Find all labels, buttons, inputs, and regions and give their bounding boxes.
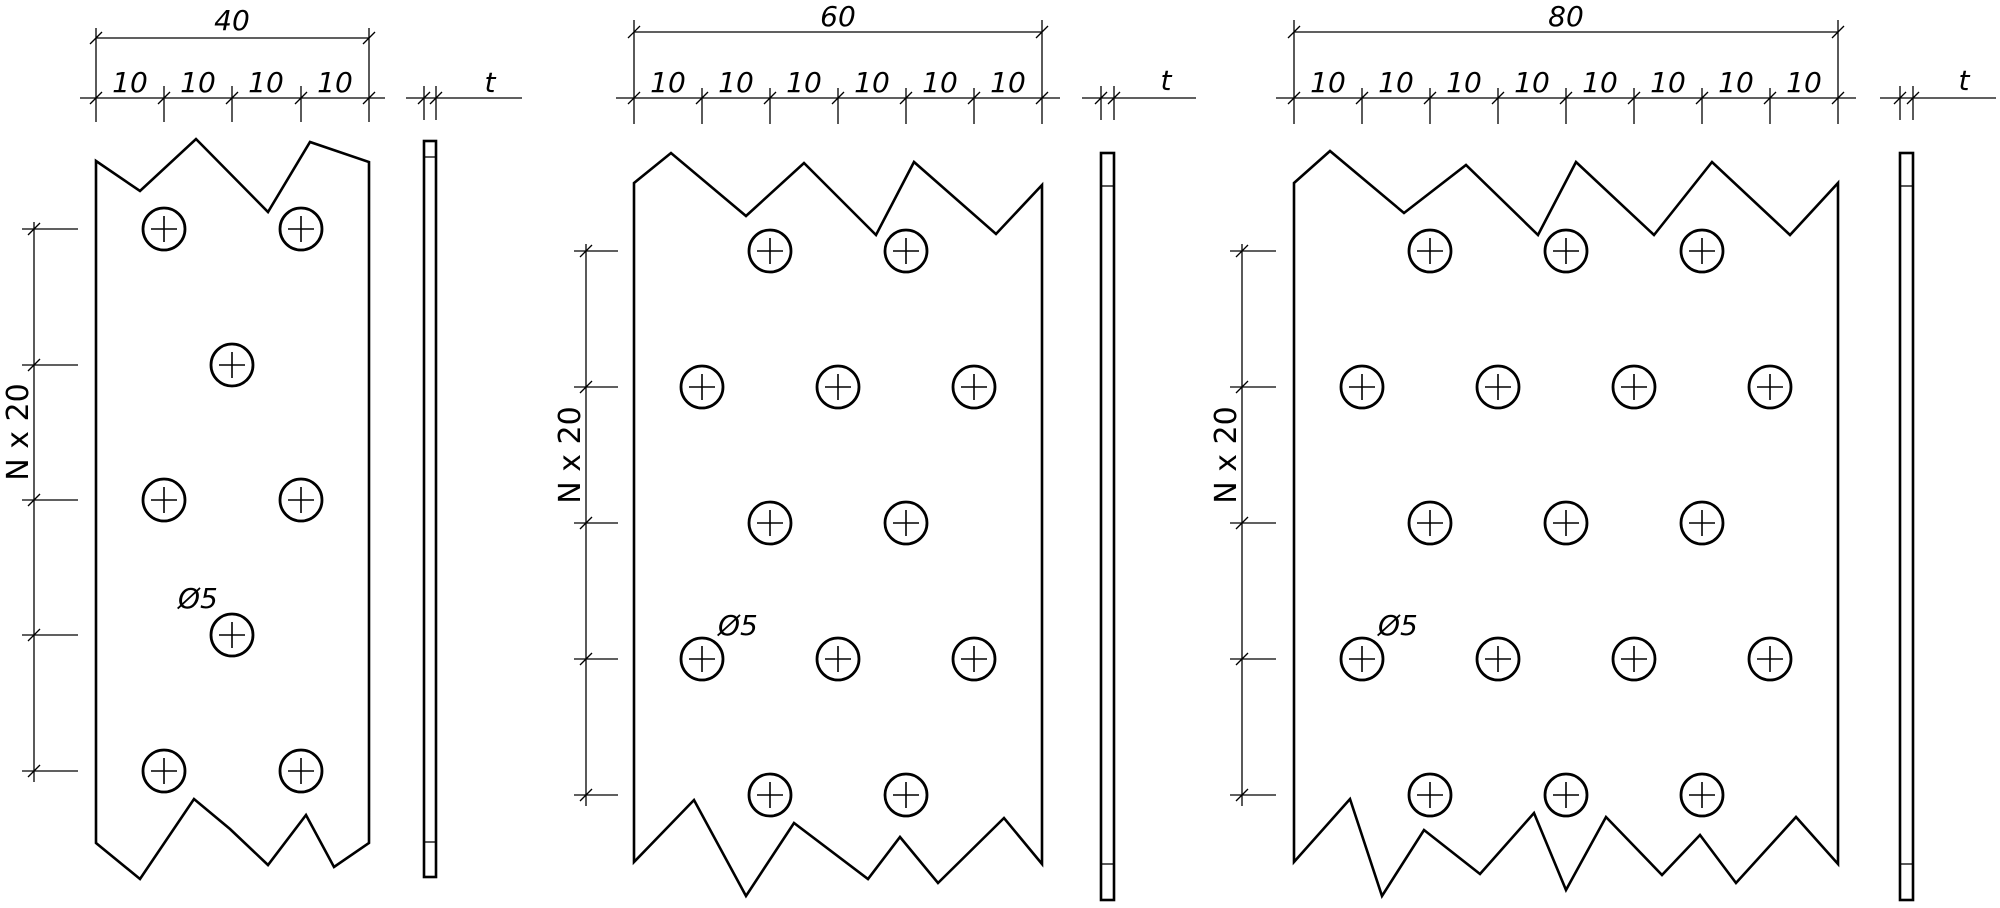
- hole-spacing-dimension: N x 20: [1, 222, 78, 782]
- hole-diameter-label: Ø5: [177, 582, 218, 615]
- hole-diameter-label: Ø5: [1377, 609, 1418, 642]
- pitch-dimension-chain: 10 10 10 10 10 10: [616, 66, 1060, 124]
- plate-60: 60 10 10 10 10 10 10: [553, 0, 1196, 902]
- plate-edge-view: [422, 139, 438, 879]
- hole: [1543, 228, 1589, 274]
- pitch-label: 10: [854, 66, 890, 99]
- hole: [679, 364, 725, 410]
- pitch-label: 10: [718, 66, 754, 99]
- thickness-dimension: t: [1880, 64, 1996, 120]
- hole-grid: [141, 206, 324, 794]
- hole-diameter-label: Ø5: [717, 609, 758, 642]
- pitch-label: 10: [786, 66, 822, 99]
- spacing-label: N x 20: [1209, 406, 1244, 503]
- hole: [747, 228, 793, 274]
- hole: [209, 342, 255, 388]
- pitch-label: 10: [180, 66, 216, 99]
- pitch-label: 10: [1378, 66, 1414, 99]
- width-label: 40: [214, 4, 250, 37]
- hole: [951, 364, 997, 410]
- pitch-label: 10: [1650, 66, 1686, 99]
- hole: [883, 500, 929, 546]
- pitch-label: 10: [1718, 66, 1754, 99]
- plate-edge-view: [1099, 151, 1116, 902]
- hole: [1543, 772, 1589, 818]
- plate-outline: [94, 137, 371, 881]
- hole: [1543, 500, 1589, 546]
- pitch-dimension-chain: 10 10 10 10: [80, 66, 385, 122]
- pitch-label: 10: [922, 66, 958, 99]
- plate-40: 40 10 10 10 10 t: [1, 4, 522, 881]
- hole: [141, 477, 187, 523]
- overall-width-dimension: 80: [1287, 0, 1845, 124]
- hole: [141, 748, 187, 794]
- thickness-label: t: [1161, 64, 1173, 97]
- width-label: 60: [820, 0, 856, 33]
- pitch-label: 10: [112, 66, 148, 99]
- hole: [883, 772, 929, 818]
- pitch-dimension-chain: 10 10 10 10 10 10 10 10: [1276, 66, 1856, 124]
- hole: [1747, 364, 1793, 410]
- hole: [815, 636, 861, 682]
- thickness-dimension: t: [1082, 64, 1196, 120]
- hole: [815, 364, 861, 410]
- hole: [1407, 772, 1453, 818]
- hole: [747, 500, 793, 546]
- hole: [951, 636, 997, 682]
- overall-width-dimension: 60: [627, 0, 1049, 124]
- hole: [209, 612, 255, 658]
- thickness-label: t: [1959, 64, 1971, 97]
- thickness-dimension: t: [406, 66, 522, 120]
- hole: [1679, 228, 1725, 274]
- hole: [141, 206, 187, 252]
- spacing-label: N x 20: [553, 406, 588, 503]
- hole: [1679, 772, 1725, 818]
- pitch-label: 10: [1446, 66, 1482, 99]
- hole-spacing-dimension: N x 20: [1209, 244, 1276, 806]
- spacing-label: N x 20: [1, 383, 36, 480]
- plate-outline: [632, 151, 1044, 899]
- overall-width-dimension: 40: [89, 4, 376, 122]
- hole: [1475, 636, 1521, 682]
- pitch-label: 10: [650, 66, 686, 99]
- pitch-label: 10: [1786, 66, 1822, 99]
- hole: [679, 636, 725, 682]
- pitch-label: 10: [990, 66, 1026, 99]
- width-label: 80: [1548, 0, 1584, 33]
- hole: [1407, 500, 1453, 546]
- hole: [1611, 364, 1657, 410]
- hole: [1679, 500, 1725, 546]
- hole: [1339, 636, 1385, 682]
- hole-grid: [1339, 228, 1793, 818]
- hole-grid: [679, 228, 997, 818]
- thickness-label: t: [485, 66, 497, 99]
- plate-outline: [1292, 149, 1840, 900]
- hole: [1475, 364, 1521, 410]
- hole: [883, 228, 929, 274]
- plate-80: 80 10 10 10 10 10 10 10: [1209, 0, 1996, 902]
- hole: [278, 206, 324, 252]
- hole: [1407, 228, 1453, 274]
- pitch-label: 10: [1514, 66, 1550, 99]
- hole-spacing-dimension: N x 20: [553, 244, 618, 806]
- hole: [278, 748, 324, 794]
- pitch-label: 10: [317, 66, 353, 99]
- hole: [278, 477, 324, 523]
- pitch-label: 10: [1582, 66, 1618, 99]
- hole: [747, 772, 793, 818]
- plate-edge-view: [1898, 151, 1915, 902]
- hole: [1611, 636, 1657, 682]
- pitch-label: 10: [1310, 66, 1346, 99]
- pitch-label: 10: [248, 66, 284, 99]
- hole: [1339, 364, 1385, 410]
- hole: [1747, 636, 1793, 682]
